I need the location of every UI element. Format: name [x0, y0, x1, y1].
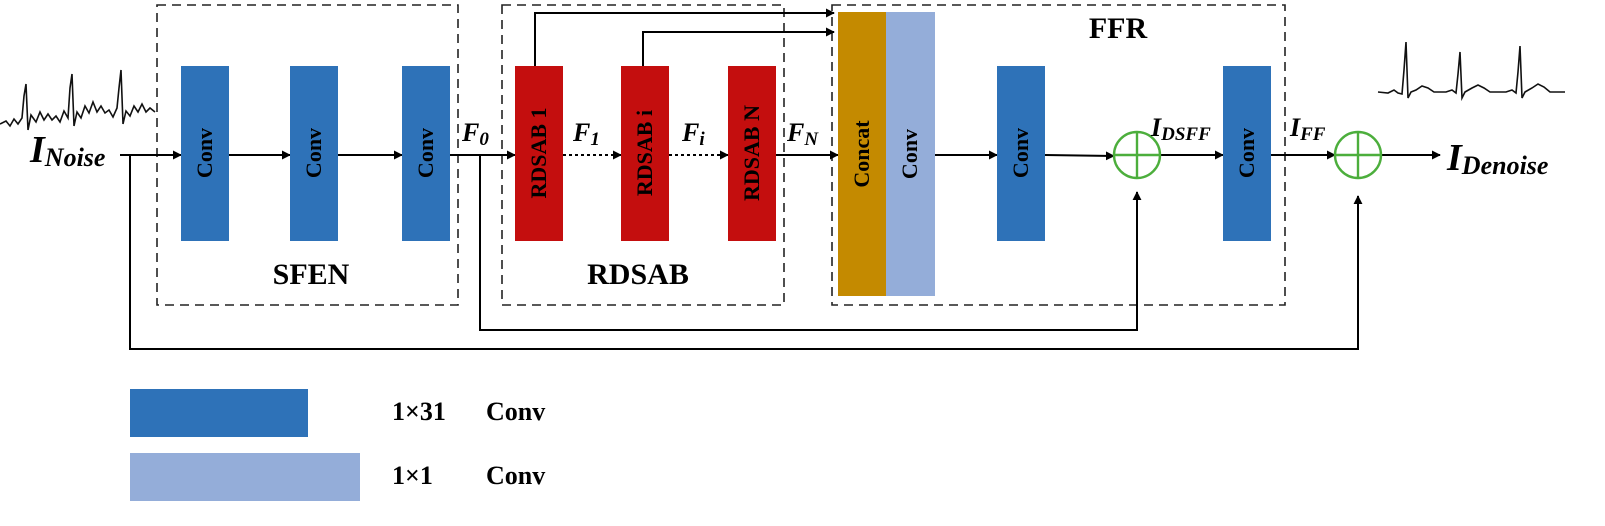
legend-1x31-name: Conv — [486, 397, 545, 426]
rdsab-i-block — [621, 66, 669, 241]
sfen-conv2-label: Conv — [301, 128, 326, 178]
output-signal-label: IDenoise — [1446, 137, 1548, 180]
rdsab-1-label: RDSAB 1 — [526, 107, 551, 198]
concat-label: Concat — [849, 120, 874, 188]
legend-1x31-kernel: 1×31 — [392, 397, 446, 426]
global-skip-connection — [129, 155, 1363, 350]
ffr-conv-1x1-block — [886, 12, 935, 296]
rdsab1-to-concat-line — [534, 8, 835, 66]
fi-label: Fi — [681, 118, 705, 150]
idsff-label: IDSFF — [1150, 113, 1211, 145]
rdsabi-to-concat-line — [642, 27, 835, 66]
sum-node-1 — [1112, 130, 1162, 180]
sfen-conv3-block — [402, 66, 450, 241]
input-signal-label: INoise — [29, 129, 105, 172]
rdsab-n-label: RDSAB N — [739, 105, 764, 201]
legend-swatch-1x31-conv — [130, 389, 308, 437]
f0-label: F0 — [461, 118, 489, 150]
output-conv-block — [1223, 66, 1271, 241]
ffr-group-label: FFR — [1089, 12, 1148, 45]
ffr-conv-block — [997, 66, 1045, 241]
ffr-conv-1x1-label: Conv — [897, 129, 922, 179]
sfen-conv1-block — [181, 66, 229, 241]
legend-1x1-kernel: 1×1 — [392, 461, 433, 490]
rdsab-i-label: RDSAB i — [632, 110, 657, 196]
sfen-conv1-label: Conv — [192, 128, 217, 178]
output-conv-label: Conv — [1234, 128, 1259, 178]
sfen-group-label: SFEN — [273, 258, 350, 291]
noisy-ecg-waveform — [0, 69, 156, 131]
f1-label: F1 — [572, 118, 600, 150]
rdsab-1-block — [515, 66, 563, 241]
rdsab-n-block — [728, 66, 776, 241]
legend-1x1-name: Conv — [486, 461, 545, 490]
legend-swatch-1x1-conv — [130, 453, 360, 501]
ffr-conv-label: Conv — [1008, 128, 1033, 178]
sfen-conv3-label: Conv — [413, 128, 438, 178]
denoised-ecg-waveform — [1377, 41, 1565, 102]
concat-block — [838, 12, 886, 296]
rdsab-group-label: RDSAB — [587, 258, 689, 291]
iff-label: IFF — [1289, 113, 1326, 145]
fn-label: FN — [786, 118, 819, 150]
sfen-conv2-block — [290, 66, 338, 241]
conv-to-sum1-arrow — [1044, 151, 1115, 161]
f0-skip-connection — [479, 155, 1142, 331]
sum-node-2 — [1333, 130, 1383, 180]
